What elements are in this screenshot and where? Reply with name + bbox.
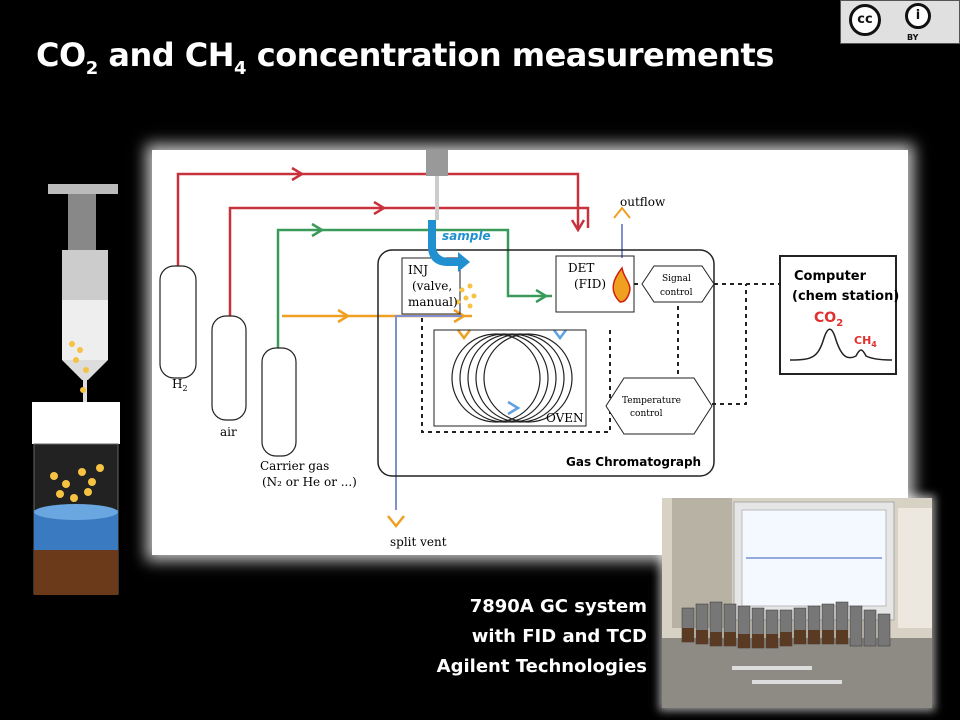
- outflow-label: outflow: [620, 195, 666, 209]
- license-by-label: BY: [907, 33, 919, 42]
- sample-label: sample: [442, 229, 491, 243]
- syringe-needle: [83, 380, 87, 410]
- computer-label: Computer: [794, 269, 867, 284]
- air-cylinder: [211, 315, 247, 421]
- vial-cap: [32, 402, 120, 444]
- photo-caption: 7890A GC system with FID and TCD Agilent…: [437, 592, 647, 682]
- green-line: [276, 228, 552, 350]
- temperature-label-2: control: [630, 409, 663, 419]
- det-label: DET: [568, 261, 594, 275]
- sample-arrow-icon: [428, 220, 470, 272]
- computer-label-2: (chem station): [792, 289, 899, 304]
- oven-label: OVEN: [546, 411, 584, 425]
- inj-label-2: (valve,: [412, 279, 452, 293]
- carrier-label: Carrier gas: [260, 459, 329, 473]
- sample-syringe: [426, 150, 448, 176]
- co2-peak-label: CO2: [814, 310, 843, 329]
- syringe-plunger-head: [48, 184, 118, 194]
- h2-label: H2: [172, 377, 188, 393]
- oven-box: [433, 329, 587, 427]
- person-icon: i: [905, 3, 931, 29]
- gc-system-photo: [662, 498, 932, 708]
- inj-label: INJ: [408, 263, 428, 277]
- caption-line-1: 7890A GC system: [469, 596, 647, 617]
- air-label: air: [220, 425, 237, 439]
- signal-label-2: control: [660, 288, 693, 298]
- signal-label: Signal: [662, 274, 691, 284]
- det-label-2: (FID): [574, 277, 606, 291]
- signal-control-hexagon: [641, 265, 715, 303]
- blue-split-vent-line: [395, 315, 462, 510]
- computer-box: [779, 255, 897, 375]
- caption-line-2: with FID and TCD: [471, 626, 647, 647]
- cc-by-license-badge: cc i BY: [840, 0, 960, 44]
- caption-line-3: Agilent Technologies: [436, 656, 647, 677]
- temperature-control-hexagon: [605, 377, 713, 435]
- gc-box: [377, 249, 715, 477]
- chromatogram-trace: [789, 328, 893, 361]
- gc-label: Gas Chromatograph: [566, 455, 701, 469]
- inj-label-3: manual): [408, 295, 458, 309]
- page-title: CO2 and CH4 concentration measurements: [36, 36, 774, 79]
- temperature-label: Temperature: [622, 396, 681, 406]
- split-vent-label: split vent: [390, 535, 447, 549]
- carrier-cylinder: [261, 347, 297, 457]
- photo-illustration: [662, 498, 932, 708]
- cc-icon: cc: [849, 4, 881, 36]
- ch4-peak-label: CH4: [854, 334, 877, 349]
- column-coil-icon: [451, 333, 573, 423]
- flame-icon: [612, 266, 631, 303]
- red-line-h2: [176, 172, 580, 270]
- carrier-label-2: (N₂ or He or ...): [262, 475, 357, 489]
- syringe-tip-barrel: [62, 300, 108, 360]
- syringe-vial-illustration: [32, 184, 120, 595]
- gc-schematic: outflow sample INJ (valve, manual) DET (…: [159, 150, 899, 549]
- gc-diagram-panel: outflow sample INJ (valve, manual) DET (…: [152, 150, 908, 555]
- h2-cylinder: [159, 265, 197, 379]
- red-line-air: [228, 206, 590, 320]
